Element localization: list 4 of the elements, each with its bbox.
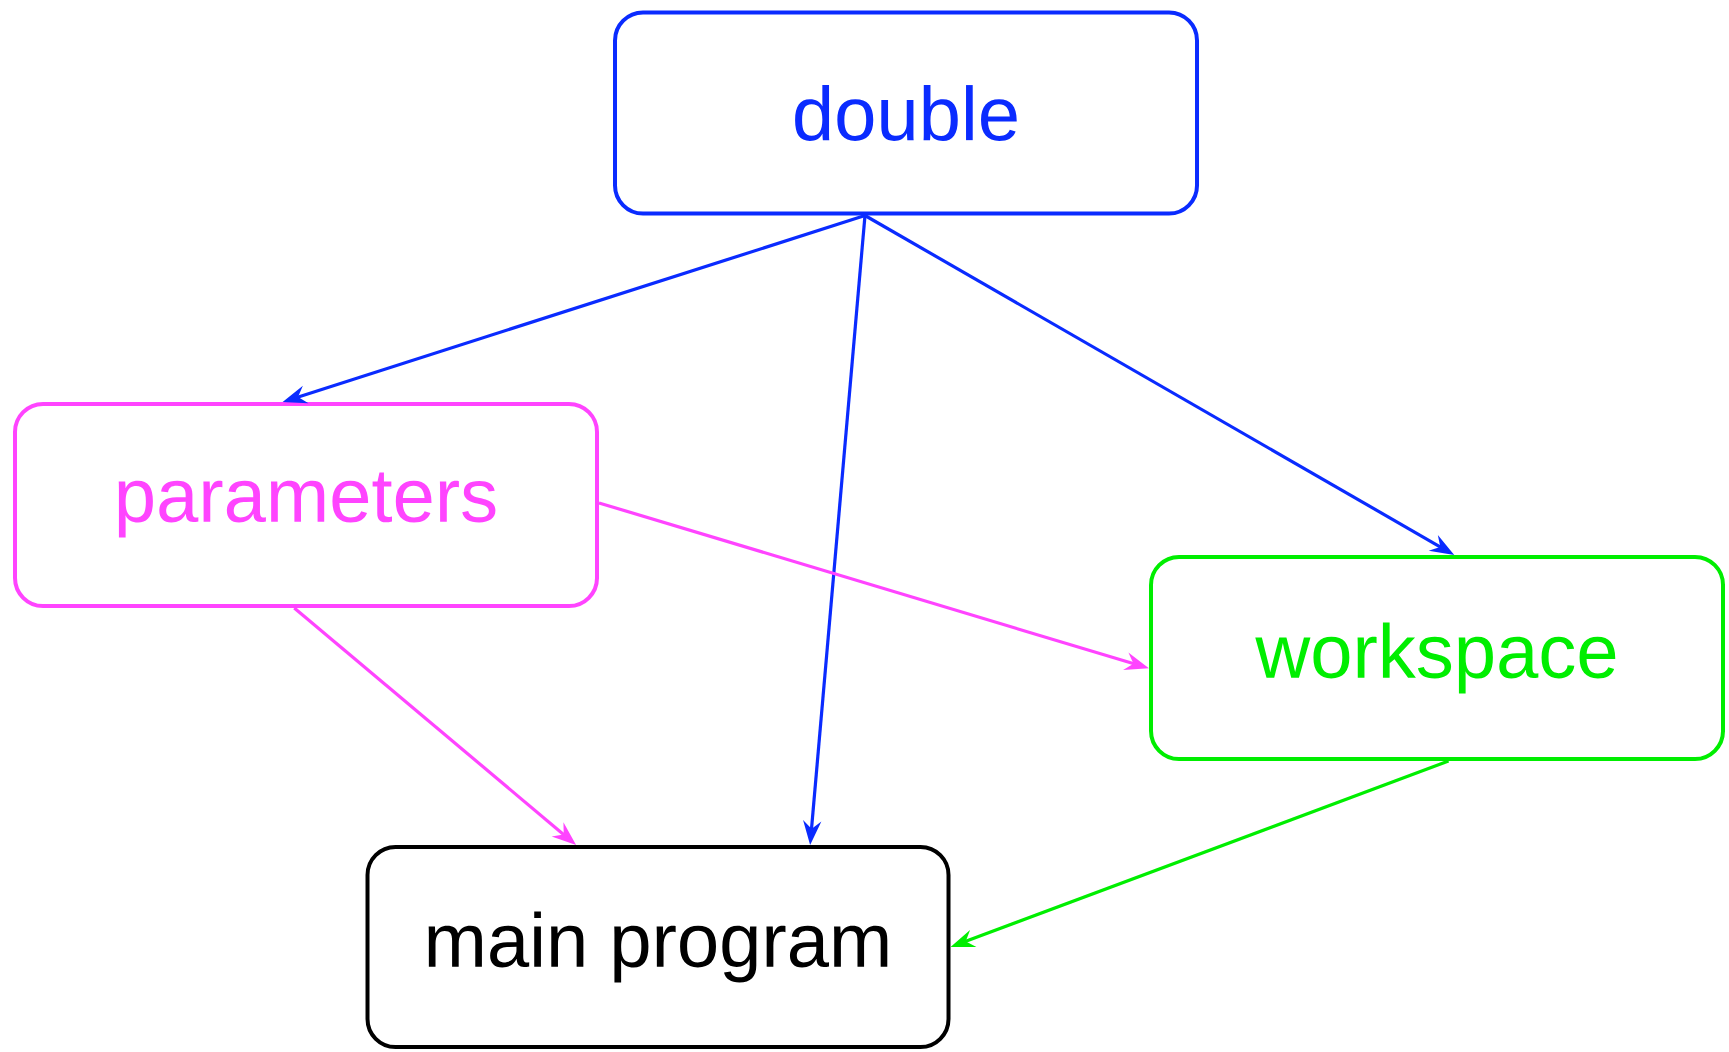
process-box: workspace [1149, 555, 1725, 761]
process-box: double [613, 10, 1199, 216]
process-box: main program [365, 845, 951, 1049]
process-box: parameters [13, 402, 599, 608]
